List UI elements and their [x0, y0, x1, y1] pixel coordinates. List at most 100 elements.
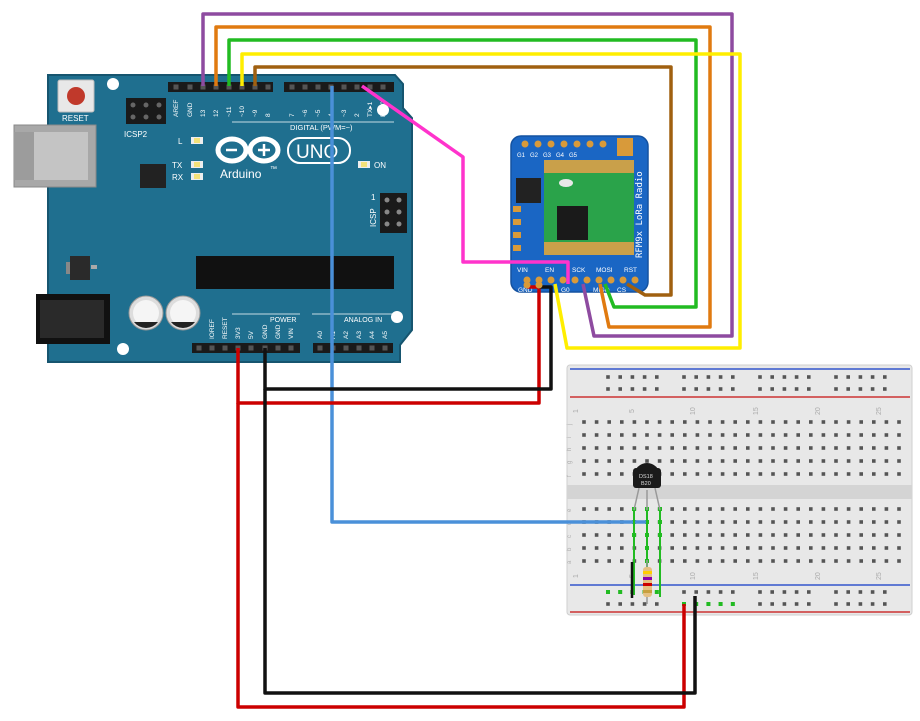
breadboard-hole [834, 459, 838, 463]
breadboard-hole [657, 420, 662, 424]
breadboard-hole [758, 590, 762, 594]
breadboard-hole [582, 546, 586, 550]
wire-black-gnd-lora-gnd [263, 285, 553, 391]
breadboard-hole [682, 590, 686, 594]
breadboard-hole [883, 602, 887, 606]
breadboard-hole [846, 433, 851, 437]
breadboard-hole [870, 602, 875, 606]
breadboard-hole [695, 446, 700, 450]
breadboard-hole [632, 420, 637, 424]
digital-pin [289, 84, 295, 90]
breadboard-hole [821, 446, 826, 450]
digital-pin [187, 84, 193, 90]
rail-hole-used [618, 590, 623, 594]
breadboard-hole [884, 507, 889, 511]
reset-button[interactable] [57, 79, 95, 113]
resistor-body [643, 567, 652, 597]
breadboard-hole [782, 375, 787, 379]
power-pin-label: RESET [222, 317, 229, 339]
breadboard-hole [620, 559, 624, 563]
breadboard-hole [884, 520, 889, 524]
lora-antenna-pad [617, 138, 633, 156]
digital-pin [252, 84, 258, 90]
bb-row-g: g [567, 461, 573, 464]
lora-bottom-label-upper: MOSI [596, 267, 613, 274]
wire-orange-d12-misc [214, 25, 712, 329]
led-l-label: L [178, 137, 183, 146]
breadboard-hole [770, 387, 774, 391]
bb-num-top-20: 20 [815, 407, 822, 415]
breadboard-hole [872, 472, 876, 476]
breadboard-hole [846, 590, 850, 594]
breadboard-hole [783, 559, 788, 563]
breadboard-hole [720, 546, 725, 550]
breadboard-hole [807, 590, 811, 594]
breadboard-hole [846, 559, 851, 563]
lora-pads-left [513, 206, 521, 251]
breadboard-hole [794, 375, 799, 379]
breadboard-hole [582, 472, 586, 476]
lora-bottom-pad [523, 276, 531, 284]
digital-pin-label: ~5 [315, 109, 322, 117]
arduino-brand: Arduino [220, 167, 262, 181]
digital-pin-label: TX▸1 [367, 101, 374, 117]
breadboard-hole [733, 507, 737, 511]
breadboard-hole [858, 590, 863, 594]
led-rx-label: RX [172, 173, 184, 182]
breadboard-hole [733, 559, 737, 563]
rail-hole-used [606, 590, 610, 594]
breadboard-hole [771, 420, 775, 424]
breadboard-hole [733, 546, 737, 550]
breadboard-hole [582, 433, 586, 437]
breadboard-hole [821, 546, 826, 550]
breadboard-hole [582, 507, 586, 511]
breadboard-hole [859, 459, 863, 463]
breadboard-hole [807, 375, 811, 379]
breadboard-hole [582, 446, 586, 450]
breadboard-hole [695, 546, 700, 550]
lora-top-pin-label: G2 [530, 153, 539, 159]
wire-brown-d9-rst [253, 65, 673, 297]
power-pin-label: GND [262, 324, 269, 339]
rail-hole-used [730, 602, 735, 606]
breadboard-hole [683, 420, 687, 424]
breadboard-hole [718, 387, 723, 391]
digital-pin-label: AREF [173, 100, 180, 117]
pullup-resistor [643, 560, 652, 604]
breadboard-center-channel [567, 485, 912, 499]
breadboard-hole [834, 520, 838, 524]
icsp-pin1-label: 1 [371, 193, 376, 202]
digital-pin-label: RX◂0 [380, 101, 387, 117]
bb-num-bot-1: 1 [573, 574, 580, 578]
led-rx [191, 173, 203, 180]
breadboard-hole [771, 459, 775, 463]
lora-bottom-label-upper: SCK [572, 267, 586, 274]
breadboard-hole [897, 507, 901, 511]
lora-top-pad [599, 140, 607, 148]
breadboard-hole [758, 559, 763, 563]
digital-pin-label: 7 [289, 113, 296, 117]
breadboard-hole [783, 446, 788, 450]
led-on [358, 161, 370, 168]
breadboard-hole [771, 433, 775, 437]
breadboard-hole [758, 507, 763, 511]
usb-chip [140, 164, 166, 188]
lora-top-pad [547, 140, 555, 148]
breadboard-hole [695, 433, 700, 437]
breadboard-hole [695, 472, 700, 476]
breadboard-hole [897, 433, 901, 437]
breadboard-hole [897, 459, 901, 463]
breadboard-hole [834, 375, 838, 379]
wire-red-3v3-breadboard [236, 403, 686, 709]
bottom-header-pins [196, 345, 388, 351]
digital-pin [226, 84, 232, 90]
breadboard-hole [783, 533, 788, 537]
breadboard-hole [746, 559, 750, 563]
breadboard-hole [683, 559, 687, 563]
breadboard-hole [594, 533, 599, 537]
breadboard-hole [859, 472, 863, 476]
analog-header [313, 343, 393, 353]
wire-purple-d13-miso [201, 12, 734, 338]
